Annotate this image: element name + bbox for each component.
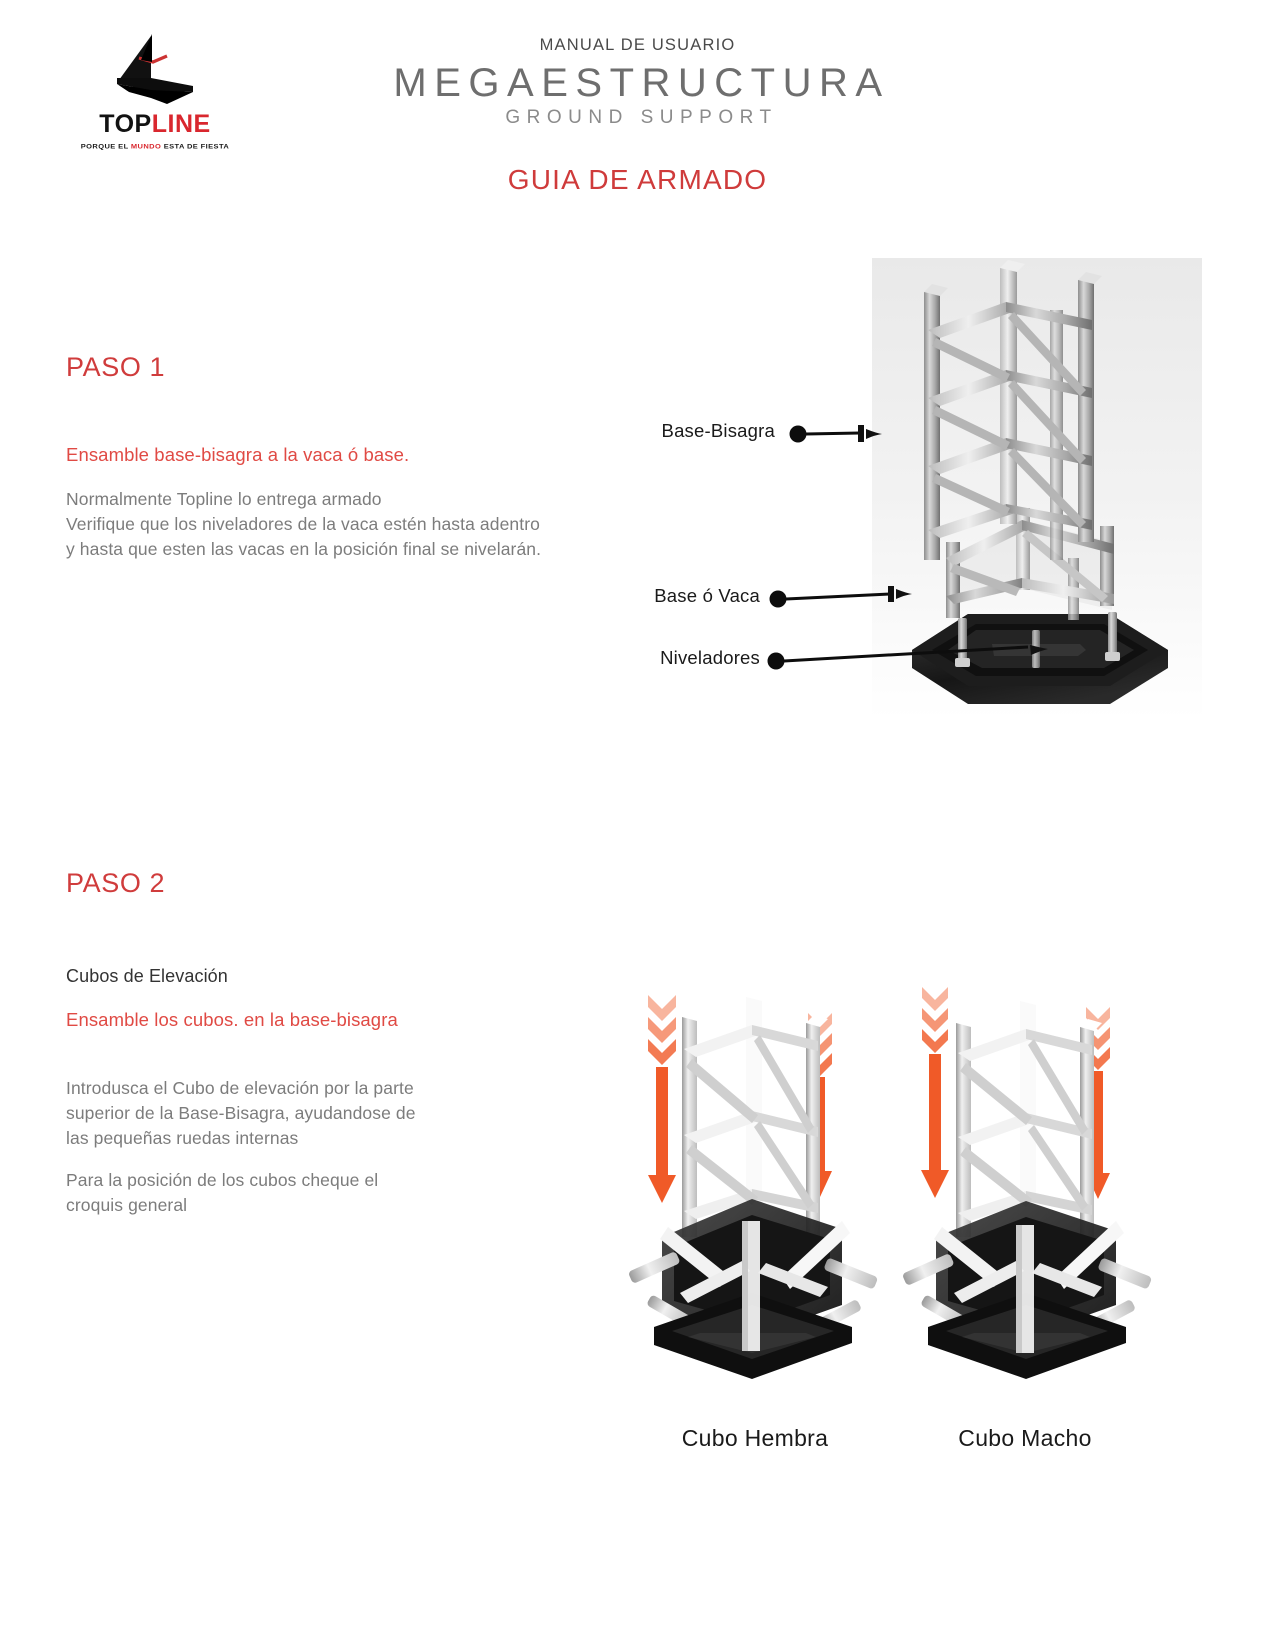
- step-2-body-b: Para la posición de los cubos cheque el …: [66, 1168, 606, 1218]
- step-2-body-a: Introdusca el Cubo de elevación por la p…: [66, 1076, 606, 1151]
- step-2-body-b-line-1: Para la posición de los cubos cheque el: [66, 1170, 379, 1190]
- caption-cubo-macho: Cubo Macho: [958, 1425, 1092, 1451]
- brand-name-line: LINE: [151, 110, 211, 138]
- step-2-figure-right: [880, 975, 1170, 1400]
- down-arrow-group: [648, 995, 832, 1203]
- callout-label-base-bisagra: Base-Bisagra: [661, 420, 775, 441]
- guide-title: GUIA DE ARMADO: [507, 164, 768, 195]
- step-2-body-a-line-3: las pequeñas ruedas internas: [66, 1128, 299, 1148]
- step-2-body-a-line-1: Introdusca el Cubo de elevación por la p…: [66, 1078, 414, 1098]
- step-2-red-instruction: Ensamble los cubos. en la base-bisagra: [66, 1009, 398, 1030]
- caption-cubo-hembra: Cubo Hembra: [681, 1425, 829, 1451]
- step-1-body-line-3: y hasta que esten las vacas en la posici…: [66, 539, 542, 559]
- brand-wordmark: TOPLINE: [45, 112, 265, 137]
- step-1-heading: PASO 1: [66, 352, 166, 382]
- step-1-body: Normalmente Topline lo entrega armado Ve…: [66, 487, 806, 562]
- callout-leader-base-vaca: [769, 586, 912, 608]
- page-subtitle: GROUND SUPPORT: [505, 106, 778, 128]
- callout-leader-base-bisagra: [789, 425, 882, 443]
- step-2-heading: PASO 2: [66, 868, 166, 898]
- step-1-red-instruction: Ensamble base-bisagra a la vaca ó base.: [66, 444, 410, 465]
- header-kicker: MANUAL DE USUARIO: [539, 36, 736, 54]
- callout-label-niveladores: Niveladores: [660, 647, 760, 668]
- tagline-post: ESTA DE FIESTA: [161, 142, 230, 151]
- page-title: MEGAESTRUCTURA: [393, 60, 890, 105]
- step-2-body-a-line-2: superior de la Base-Bisagra, ayudandose …: [66, 1103, 416, 1123]
- document-header: MANUAL DE USUARIO MEGAESTRUCTURA GROUND …: [0, 36, 1275, 129]
- topline-anvil-logo-icon: [117, 34, 193, 104]
- step-1-body-line-1: Normalmente Topline lo entrega armado: [66, 489, 382, 509]
- callout-label-base-vaca: Base ó Vaca: [654, 585, 760, 606]
- callout-leader-niveladores: [767, 645, 1048, 670]
- tagline-highlight: MUNDO: [130, 142, 162, 151]
- step-2-subheading: Cubos de Elevación: [66, 966, 228, 986]
- brand-name-top: TOP: [99, 110, 152, 138]
- tagline-pre: PORQUE EL: [80, 142, 131, 151]
- brand-logo: TOPLINE PORQUE EL MUNDO ESTA DE FIESTA: [45, 32, 265, 151]
- step-1-body-line-2: Verifique que los niveladores de la vaca…: [66, 514, 540, 534]
- step-2-body-b-line-2: croquis general: [66, 1195, 188, 1215]
- brand-tagline: PORQUE EL MUNDO ESTA DE FIESTA: [45, 142, 265, 150]
- step-2-figure-left: [610, 975, 900, 1400]
